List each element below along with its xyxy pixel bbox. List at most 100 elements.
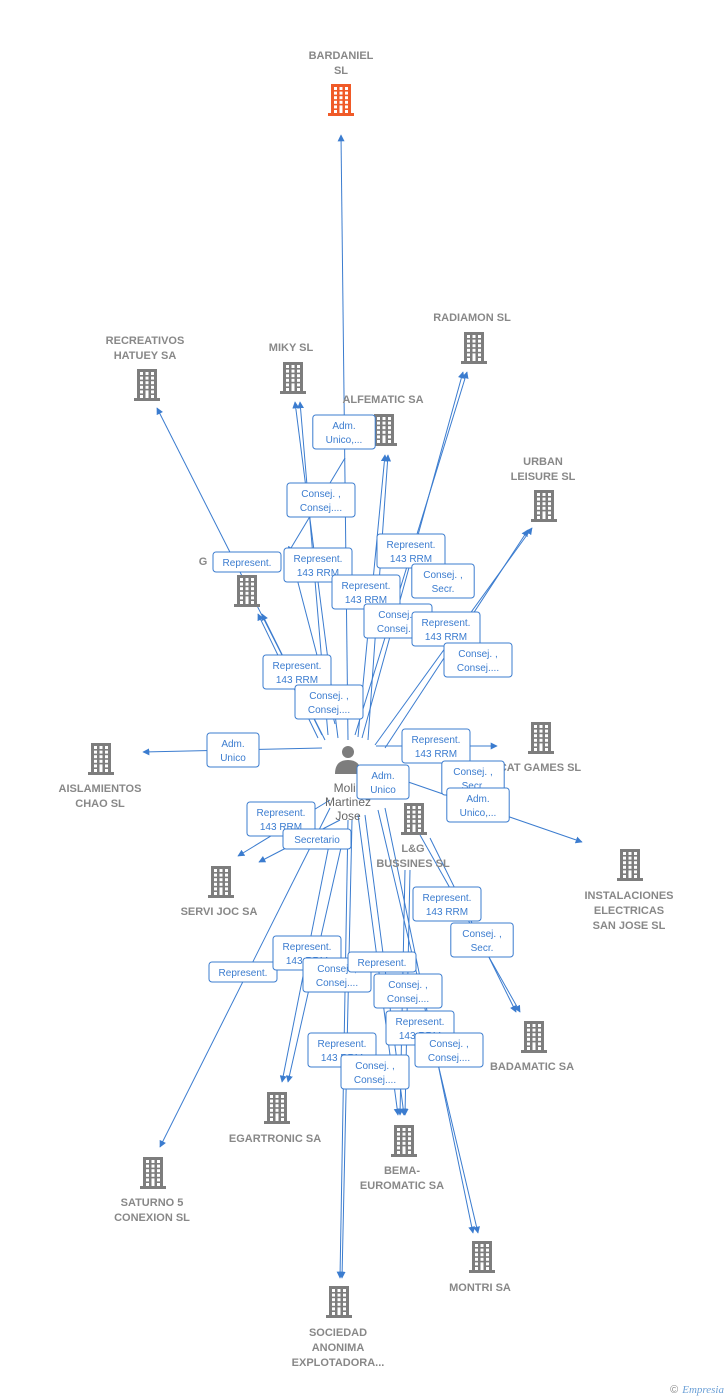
company-node-montri[interactable]: MONTRI SA xyxy=(449,1241,511,1294)
company-label[interactable]: CAT GAMES SL xyxy=(499,762,582,774)
relation-label-r11[interactable]: Represent.143 RRM xyxy=(262,654,332,690)
company-node-saturno[interactable]: SATURNO 5 CONEXION SL xyxy=(114,1157,190,1224)
company-node-aislamientos[interactable]: AISLAMIENTOS CHAO SL xyxy=(59,743,142,810)
relation-label-r7[interactable]: Consej. ,Secr. xyxy=(411,563,475,599)
company-node-catgames[interactable]: CAT GAMES SL xyxy=(499,722,582,774)
company-label[interactable]: SL xyxy=(334,65,348,77)
company-label[interactable]: AISLAMIENTOS xyxy=(59,783,142,795)
relation-label-r13[interactable]: Adm.Unico xyxy=(206,732,260,768)
relation-text: Represent. xyxy=(294,554,343,565)
company-label[interactable]: BEMA- xyxy=(384,1165,420,1177)
relation-box xyxy=(412,886,482,922)
copyright-mark: © xyxy=(670,1384,679,1396)
company-label[interactable]: SOCIEDAD xyxy=(309,1327,367,1339)
company-label[interactable]: EGARTRONIC SA xyxy=(229,1133,321,1145)
relation-label-r30[interactable]: Consej. ,Consej.... xyxy=(340,1054,410,1090)
relation-label-r22[interactable]: Represent. xyxy=(208,961,278,983)
company-node-sociedad[interactable]: SOCIEDAD ANONIMA EXPLOTADORA... xyxy=(292,1286,385,1369)
building-icon xyxy=(140,1157,166,1189)
building-icon xyxy=(371,414,397,446)
company-node-badamatic[interactable]: BADAMATIC SA xyxy=(490,1021,574,1073)
relation-text: Consej. , xyxy=(429,1039,468,1050)
relation-label-r18[interactable]: Represent.143 RRM xyxy=(246,801,316,837)
relation-text: 143 RRM xyxy=(425,632,467,643)
company-label[interactable]: EUROMATIC SA xyxy=(360,1180,444,1192)
relation-label-r14[interactable]: Represent.143 RRM xyxy=(401,728,471,764)
relation-label-r12[interactable]: Consej. ,Consej.... xyxy=(294,684,364,720)
relation-label-r16[interactable]: Consej. ,Secr. xyxy=(441,760,505,796)
relation-label-r15[interactable]: Adm.Unico xyxy=(356,764,410,800)
relation-label-r5[interactable]: Represent.143 RRM xyxy=(376,533,446,569)
relation-text: Represent. xyxy=(396,1017,445,1028)
company-label[interactable]: RADIAMON SL xyxy=(433,312,511,324)
company-node-egartronic[interactable]: EGARTRONIC SA xyxy=(229,1092,321,1145)
company-label[interactable]: MIKY SL xyxy=(269,342,314,354)
relation-label-r26[interactable]: Consej. , Consej.... xyxy=(373,973,443,1009)
company-label[interactable]: EXPLOTADORA... xyxy=(292,1357,385,1369)
relation-text: Unico,... xyxy=(460,808,497,819)
relation-label-r1[interactable]: Adm.Unico,... xyxy=(312,414,376,450)
relation-label-r25[interactable]: Represent. xyxy=(347,951,417,973)
company-label[interactable]: ELECTRICAS xyxy=(594,905,664,917)
relation-text: Consej. , xyxy=(388,980,427,991)
company-node-radiamon[interactable]: RADIAMON SL xyxy=(433,312,511,364)
company-node-urban[interactable]: URBAN LEISURE SL xyxy=(511,456,576,522)
brand-logo[interactable]: Empresia xyxy=(682,1384,724,1396)
company-label[interactable]: INSTALACIONES xyxy=(584,890,673,902)
relation-label-r19[interactable]: Secretario xyxy=(282,828,352,850)
company-label[interactable]: ALFEMATIC SA xyxy=(342,394,423,406)
company-node-bema[interactable]: BEMA- EUROMATIC SA xyxy=(360,1125,444,1192)
footer: ©Empresia xyxy=(670,1384,724,1396)
relation-label-r10[interactable]: Consej. ,Consej.... xyxy=(443,642,513,678)
company-node-recreativos[interactable]: RECREATIVOS HATUEY SA xyxy=(106,335,185,401)
building-icon xyxy=(401,803,427,835)
relation-text: Consej.... xyxy=(387,994,429,1005)
relation-box xyxy=(286,482,356,518)
company-node-lg[interactable]: L&G BUSSINES SL xyxy=(376,803,450,870)
company-label[interactable]: G xyxy=(199,556,208,568)
relation-label-r3[interactable]: Represent. xyxy=(212,551,282,573)
company-node-miky[interactable]: MIKY SL xyxy=(269,342,314,394)
company-label[interactable]: ANONIMA xyxy=(312,1342,365,1354)
relation-label-r17[interactable]: Adm.Unico,... xyxy=(446,787,510,823)
company-label[interactable]: LEISURE SL xyxy=(511,471,576,483)
company-label[interactable]: SATURNO 5 xyxy=(121,1197,184,1209)
relation-label-r28[interactable]: Consej. ,Consej.... xyxy=(414,1032,484,1068)
relation-label-r9[interactable]: Represent.143 RRM xyxy=(411,611,481,647)
company-node-alfematic[interactable]: ALFEMATIC SA xyxy=(342,394,424,446)
person-label[interactable]: Molin xyxy=(334,781,363,795)
relation-box xyxy=(411,563,475,599)
relation-box xyxy=(347,951,417,973)
company-label[interactable]: HATUEY SA xyxy=(114,350,177,362)
company-label[interactable]: RECREATIVOS xyxy=(106,335,185,347)
person-label[interactable]: Jose xyxy=(335,809,361,823)
company-node-instalaciones[interactable]: INSTALACIONES ELECTRICAS SAN JOSE SL xyxy=(584,849,674,932)
relation-text: Consej. , xyxy=(317,964,356,975)
relation-label-r4[interactable]: Represent.143 RRM xyxy=(283,547,353,583)
company-label[interactable]: SERVI JOC SA xyxy=(181,906,258,918)
person-icon xyxy=(335,746,361,774)
company-label[interactable]: URBAN xyxy=(523,456,563,468)
company-label[interactable]: L&G xyxy=(401,843,424,855)
company-label[interactable]: CONEXION SL xyxy=(114,1212,190,1224)
relation-text: Secr. xyxy=(462,781,485,792)
relation-label-r6[interactable]: Represent.143 RRM xyxy=(331,574,401,610)
company-label[interactable]: MONTRI SA xyxy=(449,1282,511,1294)
relation-label-r21[interactable]: Consej. ,Secr. xyxy=(450,922,514,958)
relation-text: Consej.... xyxy=(308,705,350,716)
company-label[interactable]: SAN JOSE SL xyxy=(593,920,666,932)
company-label[interactable]: BADAMATIC SA xyxy=(490,1061,574,1073)
company-node-servijoc[interactable]: SERVI JOC SA xyxy=(181,866,258,918)
relation-box xyxy=(282,828,352,850)
company-label[interactable]: BARDANIEL xyxy=(309,50,374,62)
relation-text: Represent. xyxy=(358,958,407,969)
company-node-g[interactable]: G xyxy=(199,556,260,607)
company-node-bardaniel[interactable]: BARDANIEL SL xyxy=(309,50,374,116)
company-label[interactable]: BUSSINES SL xyxy=(376,858,450,870)
relation-label-r20[interactable]: Represent.143 RRM xyxy=(412,886,482,922)
building-icon xyxy=(326,1286,352,1318)
relation-label-r2[interactable]: Consej. ,Consej.... xyxy=(286,482,356,518)
company-label[interactable]: CHAO SL xyxy=(75,798,125,810)
relation-text: 143 RRM xyxy=(276,675,318,686)
